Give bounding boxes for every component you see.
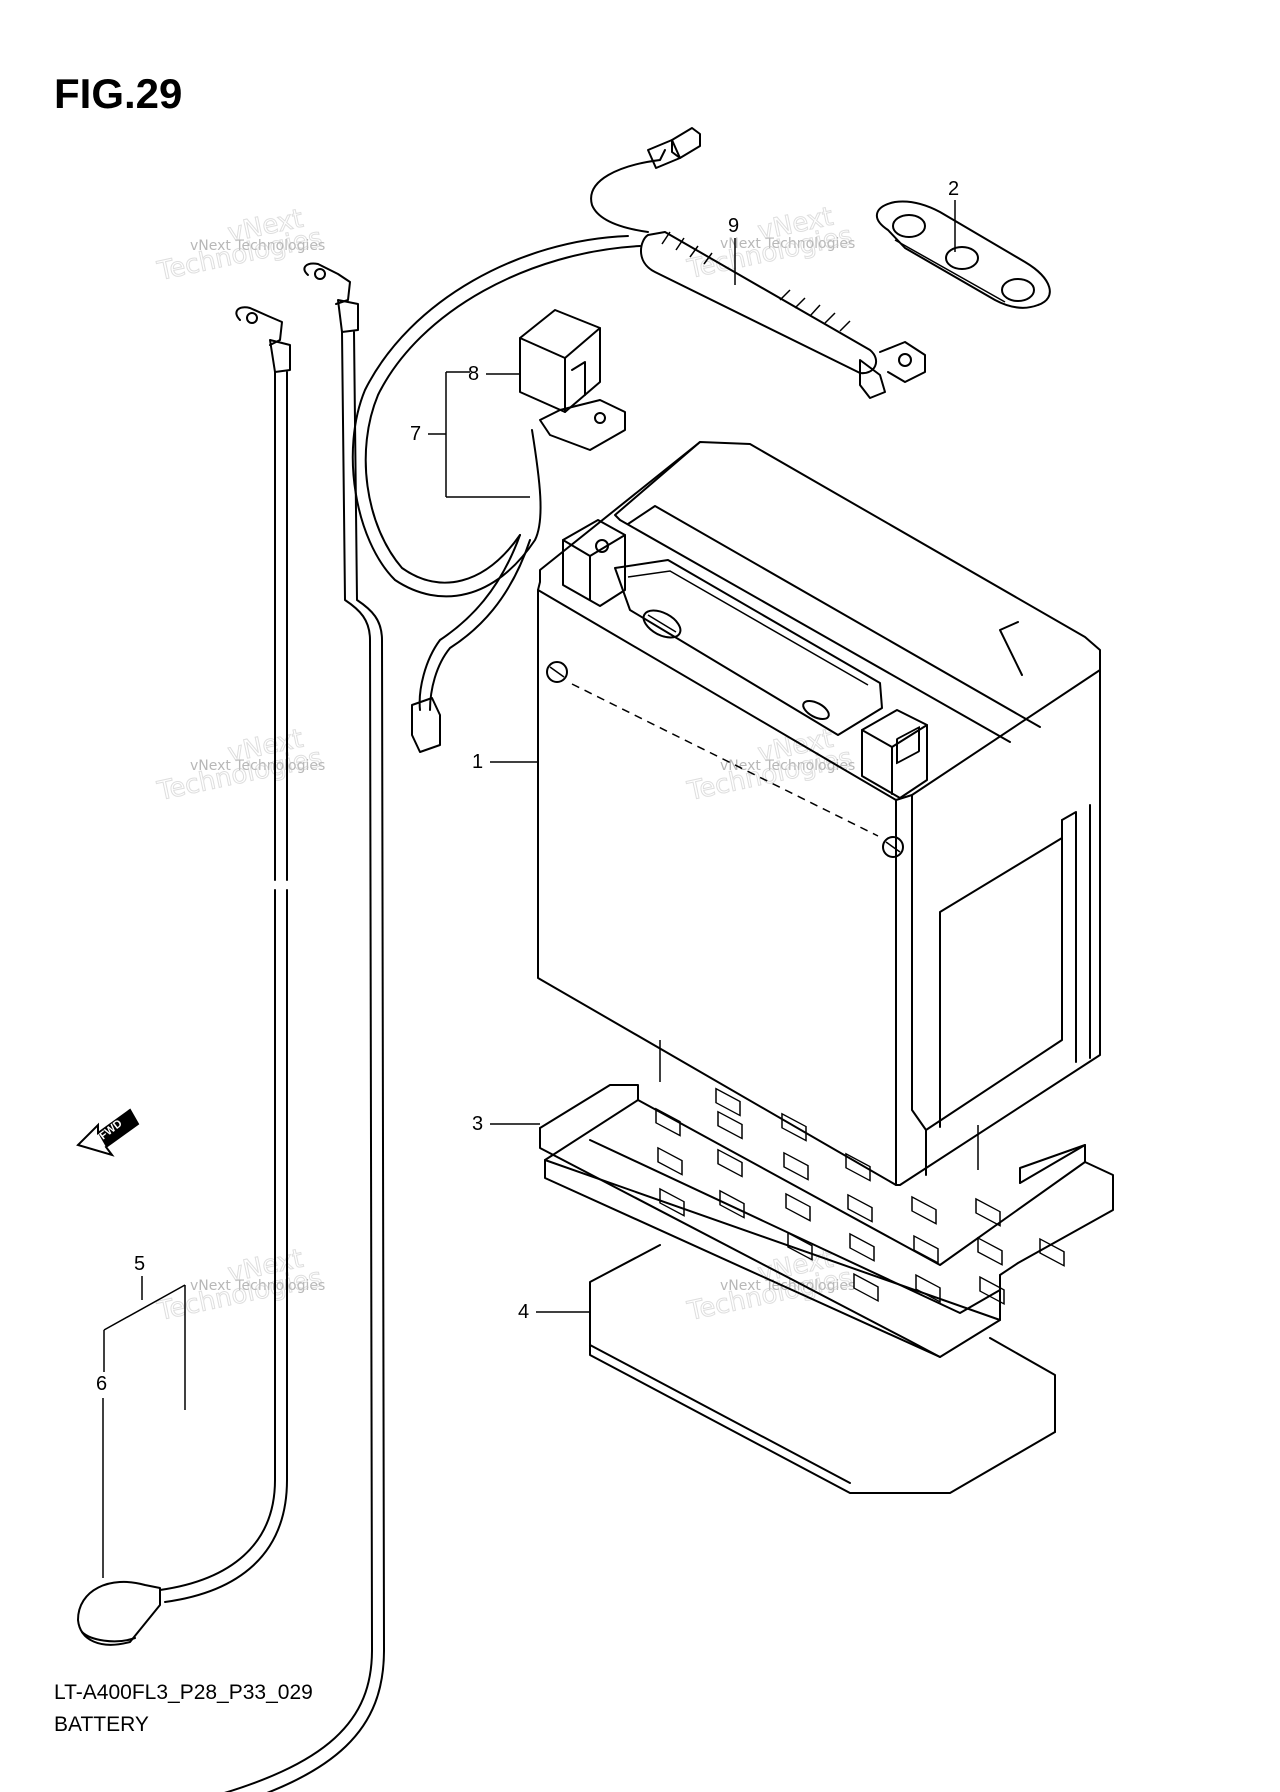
- long-battery-cable: [77, 306, 291, 1646]
- watermark-text: vNext Technologies: [190, 758, 325, 774]
- battery-lead-cable: [351, 235, 641, 753]
- callout-7: 7: [410, 423, 421, 445]
- battery-pad: [589, 1244, 1056, 1494]
- callout-6: 6: [96, 1373, 107, 1395]
- battery-cable-bellows: [590, 127, 926, 399]
- figure-title: FIG.29: [54, 70, 183, 117]
- watermark-text: vNext Technologies: [190, 1278, 325, 1294]
- diagram-name: BATTERY: [54, 1713, 149, 1736]
- fuse-cover: [519, 309, 626, 451]
- battery-holder-plate: [876, 200, 1051, 309]
- callout-5: 5: [134, 1253, 145, 1275]
- watermark-group: vNext Technologies Technologies vNext vN…: [154, 201, 856, 1327]
- watermark-text: vNext Technologies: [720, 1278, 855, 1294]
- watermark-text: vNext Technologies: [720, 758, 855, 774]
- watermark-text: vNext Technologies: [190, 238, 325, 254]
- callout-9: 9: [728, 215, 739, 237]
- callout-8: 8: [468, 363, 479, 385]
- fwd-arrow-icon: FWD: [76, 1108, 140, 1157]
- callout-2: 2: [948, 178, 959, 200]
- watermark-text: vNext Technologies: [720, 236, 855, 252]
- callout-1: 1: [472, 751, 483, 773]
- battery-tray: [539, 1040, 1114, 1358]
- ground-cable: [224, 262, 385, 1792]
- battery: [537, 441, 1101, 1186]
- callouts: 1 2 3 4 5 6 7 8: [96, 178, 959, 1578]
- callout-3: 3: [472, 1113, 483, 1135]
- diagram-code: LT-A400FL3_P28_P33_029: [54, 1681, 313, 1704]
- callout-4: 4: [518, 1301, 529, 1323]
